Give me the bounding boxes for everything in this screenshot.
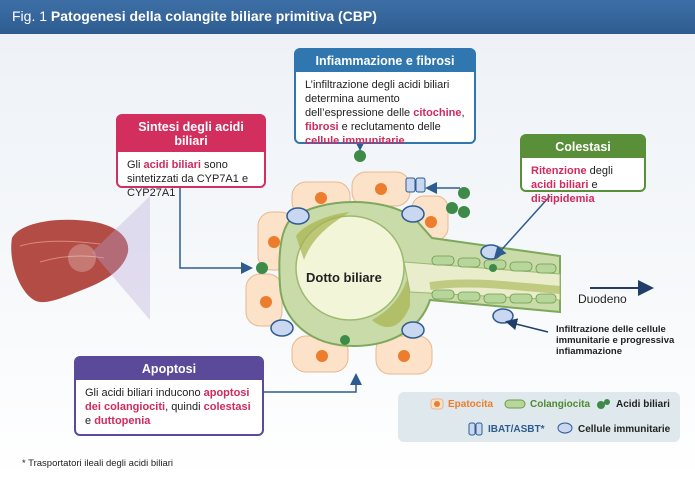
infiammazione-title: Infiammazione e fibrosi bbox=[296, 50, 474, 72]
transporter-icon bbox=[468, 422, 483, 436]
infiammazione-h3: cellule immunitarie bbox=[305, 135, 405, 147]
colestasi-text: Ritenzione degli acidi biliari e dislipi… bbox=[522, 158, 644, 212]
colestasi-title: Colestasi bbox=[522, 136, 644, 158]
hepatocyte bbox=[351, 171, 411, 207]
figure-header: Fig. 1 Patogenesi della colangite biliar… bbox=[0, 0, 695, 34]
apoptosi-h2: colestasi bbox=[203, 401, 251, 413]
sintesi-h1: acidi biliari bbox=[143, 159, 201, 171]
colestasi-h1: Ritenzione bbox=[531, 165, 587, 177]
bile-acid-cluster bbox=[256, 150, 497, 345]
legend-immuni: Cellule immunitarie bbox=[556, 422, 670, 436]
cholangiocyte-icon bbox=[504, 399, 526, 409]
infiammazione-h2: fibrosi bbox=[305, 121, 339, 133]
pathogenesis-diagram bbox=[11, 130, 654, 393]
infiammazione-text: L’infiltrazione degli acidi biliari dete… bbox=[296, 72, 474, 154]
apoptosi-t2: , quindi bbox=[165, 401, 204, 413]
legend-epatocita: Epatocita bbox=[430, 398, 493, 410]
hepatocyte-icon bbox=[430, 398, 444, 410]
bile-acid-icon bbox=[597, 399, 610, 409]
liver-icon bbox=[11, 196, 150, 320]
apoptosi-t3: e bbox=[85, 415, 95, 427]
infiltrazione-label: Infiltrazione delle cellule immunitarie … bbox=[556, 324, 675, 357]
sintesi-title: Sintesi degli acidi biliari bbox=[118, 116, 264, 152]
figure-title-text: Patogenesi della colangite biliare primi… bbox=[50, 8, 377, 24]
diagram-area: Infiammazione e fibrosi L’infiltrazione … bbox=[0, 34, 695, 480]
immune-cell-icon bbox=[557, 422, 573, 434]
legend-colangiocita: Colangiocita bbox=[504, 398, 590, 410]
hepatocyte bbox=[245, 273, 283, 327]
colestasi-h3: dislipidemia bbox=[531, 193, 595, 205]
legend-colangiocita-label: Colangiocita bbox=[530, 398, 591, 410]
infiammazione-t1: L’infiltrazione degli acidi biliari dete… bbox=[305, 79, 450, 119]
legend-ibat-label: IBAT/ASBT* bbox=[488, 423, 545, 435]
dotto-label: Dotto biliare bbox=[306, 270, 382, 285]
legend: Epatocita Colangiocita Acidi biliari IBA… bbox=[398, 392, 680, 442]
colestasi-t1: degli bbox=[586, 165, 613, 177]
legend-acidi: Acidi biliari bbox=[596, 398, 670, 410]
figure-title: Fig. 1 Patogenesi della colangite biliar… bbox=[12, 8, 377, 24]
infiammazione-t2: , bbox=[461, 107, 465, 119]
footnote: * Trasportatori ileali degli acidi bilia… bbox=[22, 458, 174, 469]
legend-epatocita-label: Epatocita bbox=[448, 398, 494, 410]
apoptosi-t1: Gli acidi biliari inducono bbox=[85, 387, 204, 399]
infiammazione-box: Infiammazione e fibrosi L’infiltrazione … bbox=[294, 48, 476, 147]
transporter-icon bbox=[405, 177, 426, 193]
legend-ibat: IBAT/ASBT* bbox=[468, 422, 544, 436]
apoptosi-title: Apoptosi bbox=[76, 358, 262, 380]
infiammazione-h1: citochine bbox=[413, 107, 462, 119]
sintesi-text: Gli acidi biliari sono sintetizzati da C… bbox=[118, 152, 264, 206]
bile-duct bbox=[278, 201, 561, 348]
legend-acidi-label: Acidi biliari bbox=[616, 398, 670, 410]
colestasi-t2: e bbox=[588, 179, 598, 191]
sintesi-t2: sono sintetizzati da CYP7A1 e CYP27A1 bbox=[127, 159, 249, 199]
hepatocyte bbox=[375, 335, 433, 375]
apoptosi-h3: duttopenia bbox=[94, 415, 151, 427]
figure-number: Fig. 1 bbox=[12, 8, 48, 24]
connector-arrows bbox=[179, 130, 551, 393]
infiammazione-t3: e reclutamento delle bbox=[338, 121, 441, 133]
sintesi-box: Sintesi degli acidi biliari Gli acidi bi… bbox=[116, 114, 266, 199]
sintesi-t1: Gli bbox=[127, 159, 144, 171]
apoptosi-h1: apoptosi dei colangiociti bbox=[85, 387, 250, 413]
duodeno-label: Duodeno bbox=[578, 292, 627, 306]
colestasi-h2: acidi biliari bbox=[531, 179, 589, 191]
colestasi-box: Colestasi Ritenzione degli acidi biliari… bbox=[520, 134, 646, 205]
infiltration-arrow bbox=[505, 318, 549, 333]
apoptosi-text: Gli acidi biliari inducono apoptosi dei … bbox=[76, 380, 262, 434]
apoptosi-box: Apoptosi Gli acidi biliari inducono apop… bbox=[74, 356, 264, 436]
legend-immuni-label: Cellule immunitarie bbox=[578, 423, 671, 435]
